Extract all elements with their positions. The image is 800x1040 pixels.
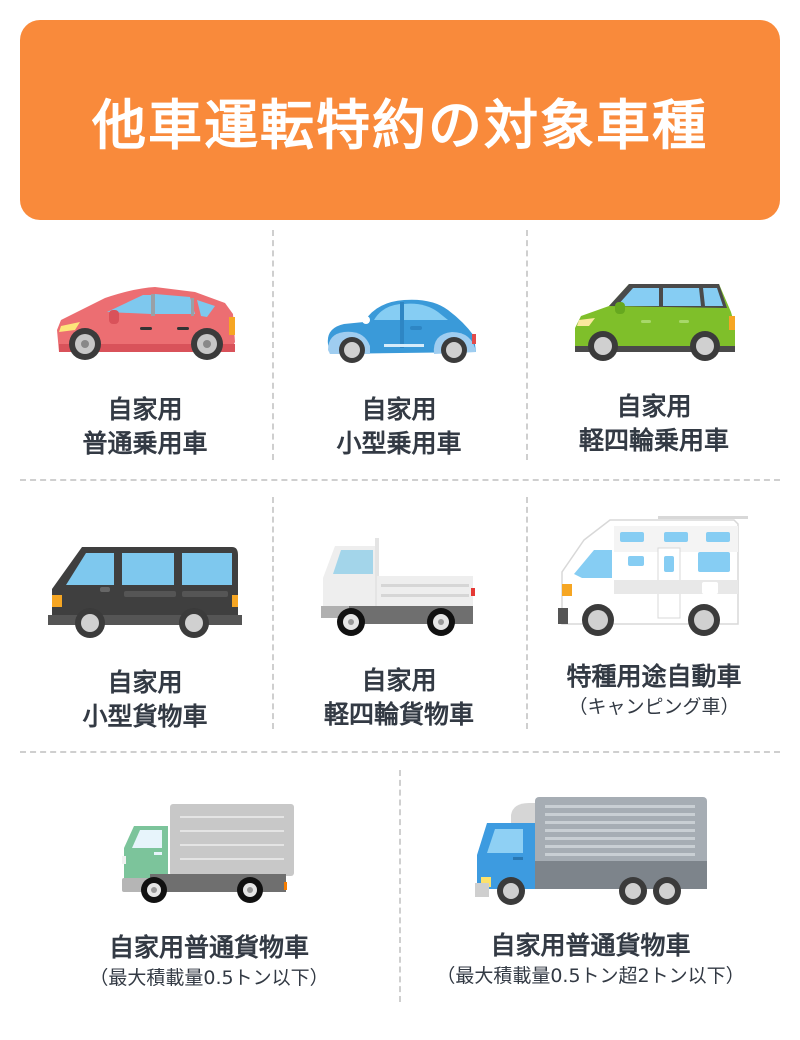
vehicle-label-line1: 自家用 xyxy=(107,395,183,424)
vehicle-label-line2: 普通乗用車 xyxy=(82,429,208,458)
vehicle-card: 自家用普通貨物車 （最大積載量0.5トン以下） xyxy=(20,800,398,991)
vehicle-card: 自家用 普通乗用車 xyxy=(20,270,270,461)
divider xyxy=(526,497,528,729)
divider xyxy=(399,770,401,1002)
vehicle-card: 自家用 小型貨物車 xyxy=(20,545,270,734)
white-kei-truck-icon xyxy=(321,538,475,636)
vehicle-label: 自家用 軽四輪乗用車 xyxy=(579,390,729,458)
vehicle-label: 自家用 小型貨物車 xyxy=(82,666,207,734)
divider xyxy=(526,230,528,460)
vehicle-label: 自家用 小型乗用車 xyxy=(336,393,461,461)
vehicle-note: （最大積載量0.5トン以下） xyxy=(89,967,329,989)
divider xyxy=(272,497,274,729)
vehicle-card: 特種用途自動車 （キャンピング車） xyxy=(528,512,780,720)
divider xyxy=(20,479,780,481)
blue-large-truck-icon xyxy=(475,797,707,905)
vehicle-card: 自家用 軽四輪貨物車 xyxy=(274,538,524,732)
vehicle-note: （キャンピング車） xyxy=(568,696,740,718)
vehicle-label-line1: 自家用 xyxy=(616,392,692,421)
green-box-truck-icon xyxy=(121,804,294,903)
vehicle-label: 自家用 普通乗用車 xyxy=(82,393,207,461)
vehicle-label: 自家用 軽四輪貨物車 xyxy=(324,664,474,732)
vehicle-label-line2: 小型乗用車 xyxy=(336,429,462,458)
camper-icon xyxy=(558,516,748,636)
black-van-icon xyxy=(47,547,242,638)
vehicle-label: 自家用普通貨物車 xyxy=(490,929,690,963)
vehicle-label-line1: 特種用途自動車 xyxy=(566,662,742,691)
red-sedan-icon xyxy=(57,287,235,360)
title-banner: 他車運転特約の対象車種 xyxy=(20,20,780,220)
divider xyxy=(272,230,274,460)
vehicle-label-line2: 軽四輪貨物車 xyxy=(323,700,474,729)
vehicle-label-line1: 自家用普通貨物車 xyxy=(490,931,691,960)
blue-compact-car-icon xyxy=(327,299,476,363)
vehicle-label: 自家用普通貨物車 xyxy=(109,931,309,965)
vehicle-label-line1: 自家用 xyxy=(361,395,437,424)
divider xyxy=(20,751,780,753)
vehicle-note: （最大積載量0.5トン超2トン以下） xyxy=(436,965,745,987)
green-kei-car-icon xyxy=(575,284,735,361)
page-title: 他車運転特約の対象車種 xyxy=(92,93,708,157)
vehicle-card: 自家用 軽四輪乗用車 xyxy=(528,272,780,458)
vehicle-label-line2: 軽四輪乗用車 xyxy=(578,426,729,455)
vehicle-label-line1: 自家用 xyxy=(107,668,183,697)
vehicle-label: 特種用途自動車 xyxy=(566,660,741,694)
vehicle-label-line2: 小型貨物車 xyxy=(82,702,208,731)
vehicle-card: 自家用 小型乗用車 xyxy=(274,280,524,461)
vehicle-card: 自家用普通貨物車 （最大積載量0.5トン超2トン以下） xyxy=(401,795,780,989)
vehicle-label-line1: 自家用 xyxy=(361,666,437,695)
vehicle-label-line1: 自家用普通貨物車 xyxy=(108,933,309,962)
